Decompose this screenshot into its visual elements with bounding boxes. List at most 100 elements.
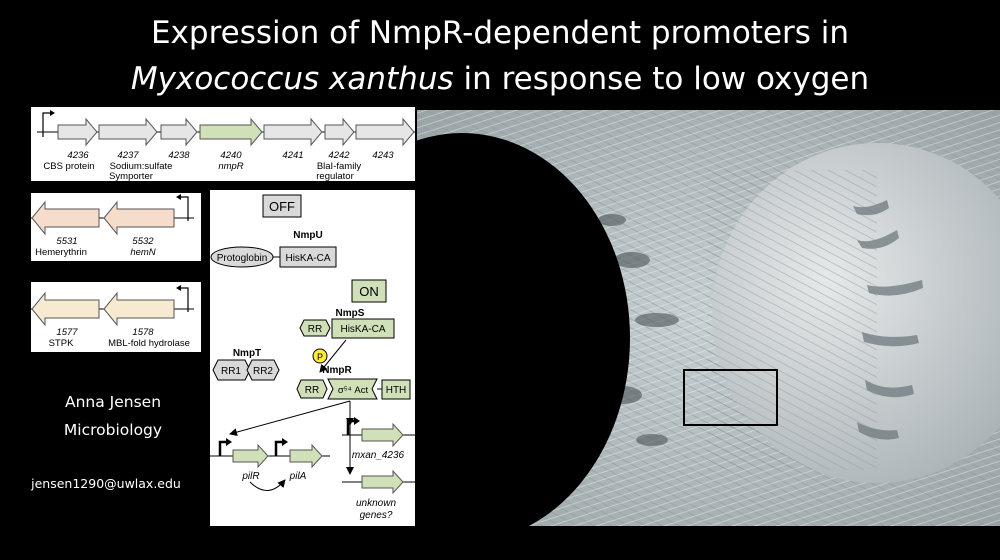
operon-3-panel: 1577 1578 STPK MBL-fold hydrolase (31, 282, 201, 352)
gene-num: 4240 (220, 150, 242, 161)
gene-desc-2: Symporter (109, 171, 153, 181)
inset-box (683, 369, 778, 426)
activation-arrow-pilr (229, 400, 351, 437)
gene-num: 4241 (282, 150, 303, 161)
pila-label: pilA (289, 471, 307, 482)
gene-arrow-5532 (103, 200, 175, 236)
nmps-label: NmpS (336, 308, 365, 319)
gene-num: 5532 (132, 236, 154, 247)
gene-num: 1577 (56, 327, 78, 338)
on-box (351, 279, 387, 303)
gene-desc: STPK (49, 338, 74, 349)
gene-arrow-mxan-4236 (361, 422, 404, 448)
mxan-label: mxan_4236 (352, 450, 405, 461)
promoter-arrow (346, 419, 355, 435)
pilr-regulation-arrow (249, 479, 286, 491)
gene-arrow-pila (289, 443, 323, 469)
rr2-domain (246, 359, 280, 381)
gene-arrow-unknown (361, 469, 404, 495)
gene-arrow-4240 (199, 117, 263, 147)
rr-s-domain (299, 319, 331, 337)
operon-1-diagram: 4236 4237 4238 4240 4241 4242 4243 CBS p… (37, 110, 415, 182)
author-email[interactable]: jensen1290@uwlax.edu (31, 476, 181, 491)
hiska-u-domain (279, 246, 337, 268)
off-box (262, 194, 302, 218)
off-label: OFF (269, 199, 295, 214)
promoter-arrow (178, 287, 189, 312)
hiska-u-label: HisKA-CA (285, 253, 330, 264)
sigma54-act-label: σ⁵⁴ Act (338, 385, 369, 396)
fruiting-body-micrograph (417, 110, 1000, 526)
dark-region (417, 133, 630, 526)
rr-r-label: RR (305, 385, 319, 396)
rr1-domain (212, 359, 251, 381)
gene-arrow-4242 (324, 117, 355, 147)
gene-desc-2: regulator (316, 171, 354, 181)
title-organism: Myxococcus xanthus (130, 61, 454, 97)
promoter-arrow (274, 440, 283, 456)
gene-desc: CBS protein (43, 161, 94, 172)
phospho-transfer-arrow (319, 339, 347, 373)
gene-desc: hemN (130, 247, 155, 258)
gene-num: 4243 (372, 150, 394, 161)
gene-arrow-pilr (232, 443, 269, 469)
unknown-label-1: unknown (356, 498, 396, 509)
promoter-arrowhead (226, 438, 232, 446)
gene-arrow-5531 (31, 200, 100, 236)
author-dept: Microbiology (63, 421, 163, 439)
gene-arrow-4243 (355, 117, 415, 147)
hiska-s-label: HisKA-CA (340, 324, 385, 335)
nmpr-label: NmpR (322, 365, 352, 376)
gene-desc: Sodium:sulfate (110, 161, 173, 172)
colony-streaks (853, 200, 923, 440)
gene-arrow-4238 (160, 117, 198, 147)
promoter-arrowhead (354, 417, 360, 425)
promoter-arrowhead (282, 438, 288, 446)
promoter-arrowhead (176, 285, 181, 291)
promoter-arrowhead (50, 110, 55, 116)
gene-desc: MBL-fold hydrolase (108, 338, 190, 349)
nmpt-label: NmpT (233, 348, 261, 359)
promoter-arrow (42, 112, 53, 137)
sigma54-act-domain (327, 378, 378, 400)
promoter-arrow (178, 196, 189, 221)
rr1-label: RR1 (221, 366, 241, 377)
phosphate-label: P (317, 352, 323, 362)
promoter-arrowhead (176, 194, 181, 200)
hiska-s-domain (331, 318, 395, 339)
rr2-label: RR2 (253, 366, 273, 377)
operon-3-diagram: 1577 1578 STPK MBL-fold hydrolase (31, 285, 194, 349)
gene-arrow-1577 (31, 291, 100, 327)
nmpu-label: NmpU (293, 230, 322, 241)
unknown-label-2: genes? (360, 510, 393, 521)
gene-desc: BlaI-family (317, 161, 362, 172)
operon-2-diagram: 5531 5532 Hemerythrin hemN (31, 194, 194, 258)
gene-num: 5531 (56, 236, 77, 247)
gene-desc: Hemerythrin (35, 247, 87, 258)
slide-title: Expression of NmpR-dependent promoters i… (0, 10, 1000, 102)
pilr-label: pilR (241, 471, 259, 482)
gene-arrow-1578 (103, 291, 175, 327)
gene-num: 4242 (328, 150, 350, 161)
promoter-arrow (218, 440, 227, 456)
title-line-2: Myxococcus xanthus in response to low ox… (0, 56, 1000, 102)
phosphate-icon (312, 348, 328, 364)
gene-num: 4238 (168, 150, 190, 161)
gene-arrow-4236 (57, 117, 98, 147)
gene-num: 4236 (67, 150, 89, 161)
operon-1-panel: 4236 4237 4238 4240 4241 4242 4243 CBS p… (31, 107, 415, 182)
rr-r-domain (296, 379, 328, 399)
gene-desc-nmpr: nmpR (218, 161, 243, 172)
hth-domain (381, 379, 411, 400)
gene-num: 1578 (132, 327, 154, 338)
gene-num: 4237 (117, 150, 139, 161)
gene-arrow-4241 (263, 117, 323, 147)
title-line-2-rest: in response to low oxygen (453, 61, 870, 97)
author-name: Anna Jensen (64, 393, 162, 411)
rr-s-label: RR (308, 324, 322, 335)
microscopy-image (417, 110, 1000, 526)
pathway-diagram: OFF NmpU Protoglobin HisKA-CA ON NmpS RR… (210, 194, 415, 521)
pathway-panel: OFF NmpU Protoglobin HisKA-CA ON NmpS RR… (210, 190, 415, 526)
on-label: ON (359, 284, 379, 299)
gene-arrow-4237 (98, 117, 158, 147)
